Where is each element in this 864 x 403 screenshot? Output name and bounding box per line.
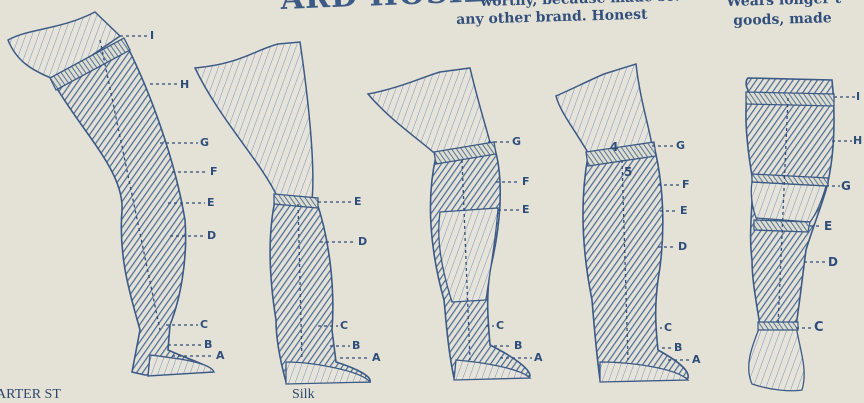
leg-5-label-g: G (841, 180, 851, 192)
leg-4-label-d: D (678, 241, 687, 252)
leg-1-label-d: D (207, 230, 216, 241)
footer-text-right: Silk (292, 387, 315, 403)
leg-5-foot (749, 326, 804, 391)
leg-1-label-b: B (204, 339, 212, 350)
leg-3-label-g: G (512, 136, 521, 147)
leg-3-label-f: F (522, 176, 530, 187)
leg-4-label-g: G (676, 140, 685, 151)
leg-3-label-c: C (496, 320, 504, 331)
leg-5-label-d: D (828, 256, 838, 268)
leg-4-label-5: 5 (624, 166, 632, 178)
leg-4-label-b: B (674, 342, 682, 353)
leg-4-label-a: A (692, 354, 701, 365)
leg-1-label-i: I (150, 30, 154, 41)
leg-5-top-welt (746, 92, 834, 106)
leg-5-label-e: E (824, 220, 832, 232)
leg-4-stocking (583, 146, 688, 380)
leg-diagram-5 (746, 78, 858, 391)
leg-diagram-4 (556, 64, 690, 382)
leg-3-label-a: A (534, 352, 543, 363)
leg-3-label-e: E (522, 204, 530, 215)
leg-5-label-i: I (856, 91, 860, 102)
leg-1-label-h: H (180, 79, 189, 90)
leg-4-thigh-skin (556, 64, 652, 156)
leg-3-label-b: B (514, 340, 522, 351)
leg-1-label-e: E (207, 197, 215, 208)
leg-2-label-b: B (352, 340, 360, 351)
footer-text-left: ARTER ST (0, 387, 61, 403)
leg-1-label-c: C (200, 319, 208, 330)
leg-diagram-3 (368, 68, 532, 380)
leg-5-label-h: H (853, 135, 862, 146)
leg-2-label-a: A (372, 352, 381, 363)
leg-diagram-1 (8, 12, 214, 376)
leg-2-label-d: D (358, 236, 367, 247)
leg-2-stocking (270, 196, 370, 382)
leg-1-label-g: G (200, 137, 209, 148)
leg-5-label-c: C (814, 321, 824, 334)
leg-3-thigh-skin (368, 68, 492, 158)
leg-4-label-e: E (680, 205, 688, 216)
leg-1-label-f: F (210, 166, 218, 177)
leg-2-label-e: E (354, 196, 362, 207)
leg-diagram-2 (195, 42, 370, 384)
leg-4-label-c: C (664, 322, 672, 333)
leg-4-label-4: 4 (610, 141, 618, 153)
leg-3-calf-panel (439, 208, 498, 302)
leg-4-label-f: F (682, 179, 690, 190)
leg-2-label-c: C (340, 320, 348, 331)
leg-1-label-a: A (216, 350, 225, 361)
